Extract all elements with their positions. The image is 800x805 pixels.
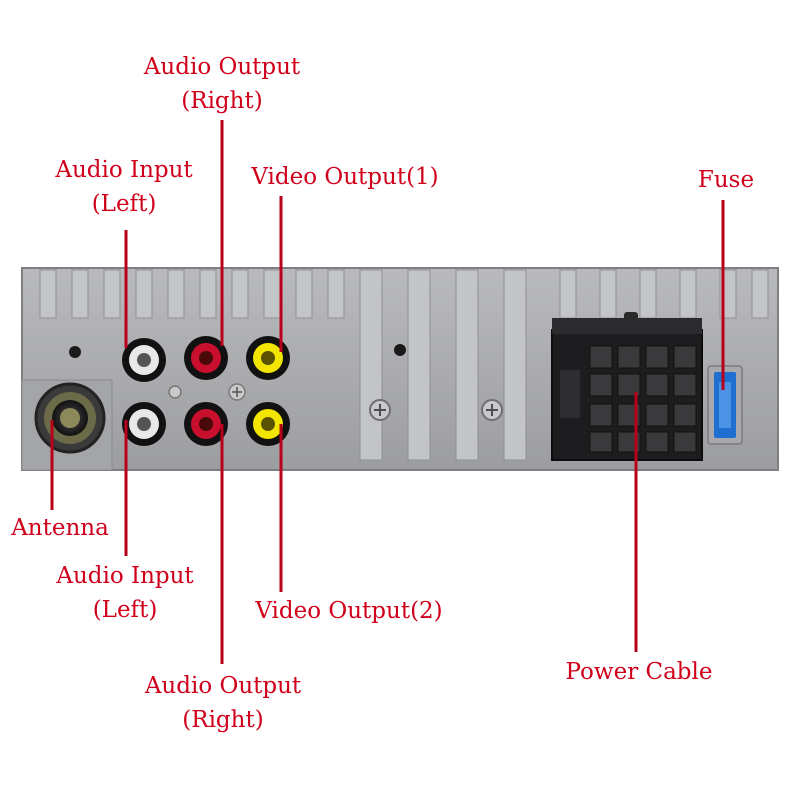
label-line: Video Output(1) (251, 164, 439, 190)
label-line: (Right) (182, 707, 264, 733)
label-audio-input-left-top: Audio Input (Left) (55, 153, 192, 221)
rca-jack-icon (246, 402, 290, 446)
label-audio-input-left-bottom: Audio Input (Left) (56, 559, 193, 627)
screw-icon (369, 399, 391, 421)
mount-hole (69, 346, 81, 358)
fuse-icon (707, 365, 743, 445)
rca-jack-icon (122, 338, 166, 382)
label-video-output-1: Video Output(1) (251, 160, 438, 194)
label-audio-output-right-top: Audio Output (Right) (144, 50, 300, 118)
cooling-fins (39, 269, 769, 461)
label-line: Fuse (697, 167, 755, 193)
label-power-cable: Power Cable (566, 655, 713, 689)
label-line: Video Output(2) (255, 598, 443, 624)
label-line: (Right) (181, 88, 263, 114)
label-antenna: Antenna (11, 511, 109, 545)
rca-jack-icon (184, 402, 228, 446)
iso-connector-icon (551, 318, 703, 461)
leader-lines (50, 120, 725, 664)
screw-icon (228, 383, 246, 401)
antenna-socket-icon (34, 382, 106, 454)
rca-jack-icon (122, 402, 166, 446)
label-line: (Left) (92, 597, 158, 623)
screw-icon (168, 385, 182, 399)
mount-hole (394, 344, 406, 356)
rca-jacks (122, 336, 290, 446)
label-line: Audio Input (56, 563, 194, 589)
label-audio-output-right-bottom: Audio Output (Right) (145, 669, 301, 737)
screw-icon (481, 399, 503, 421)
label-video-output-2: Video Output(2) (255, 594, 442, 628)
label-fuse: Fuse (698, 163, 754, 197)
label-line: Audio Output (144, 673, 302, 699)
label-line: Audio Input (55, 157, 193, 183)
label-line: Audio Output (143, 54, 301, 80)
rca-jack-icon (246, 336, 290, 380)
label-line: Power Cable (565, 659, 713, 685)
label-line: (Left) (91, 191, 157, 217)
label-line: Antenna (11, 515, 109, 541)
rca-jack-icon (184, 336, 228, 380)
